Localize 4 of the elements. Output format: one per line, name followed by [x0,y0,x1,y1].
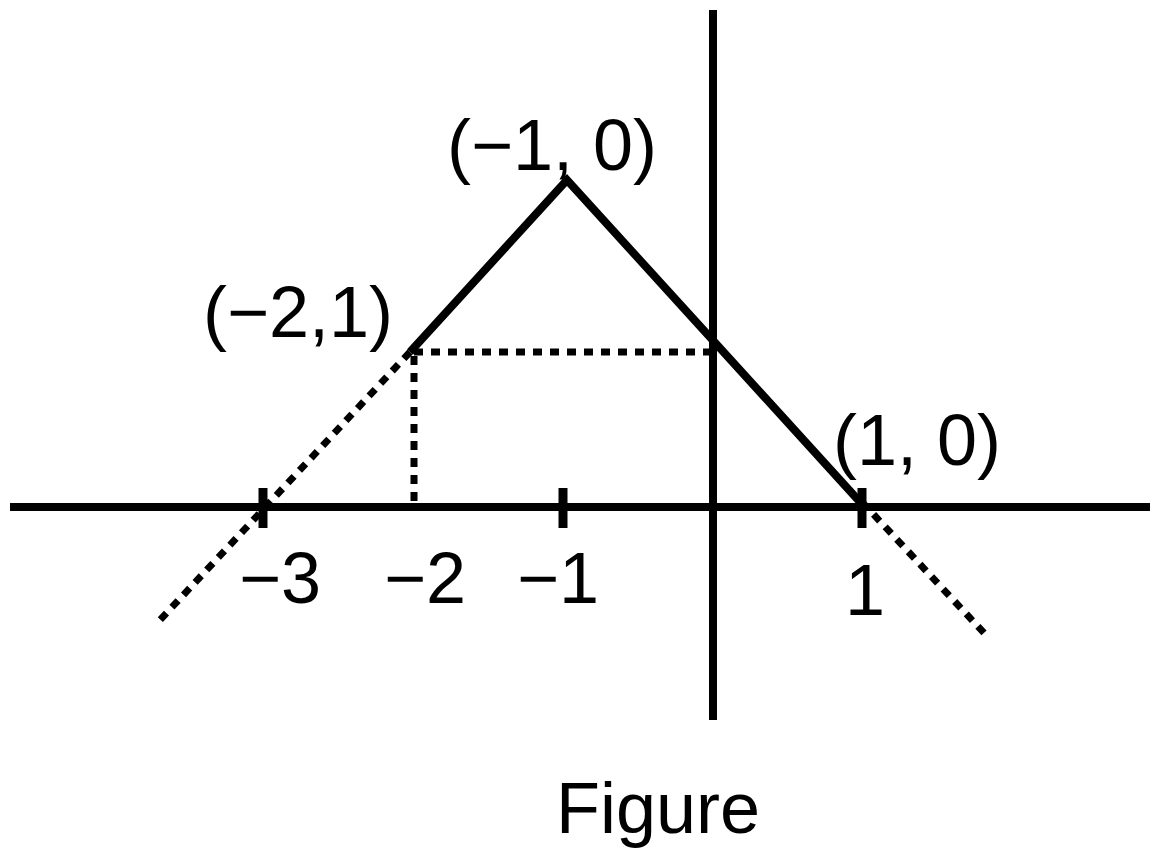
tick-label: −2 [383,542,467,614]
tick-label: −1 [516,542,600,614]
tick-label: −3 [238,542,322,614]
tick-label: 1 [845,554,885,626]
